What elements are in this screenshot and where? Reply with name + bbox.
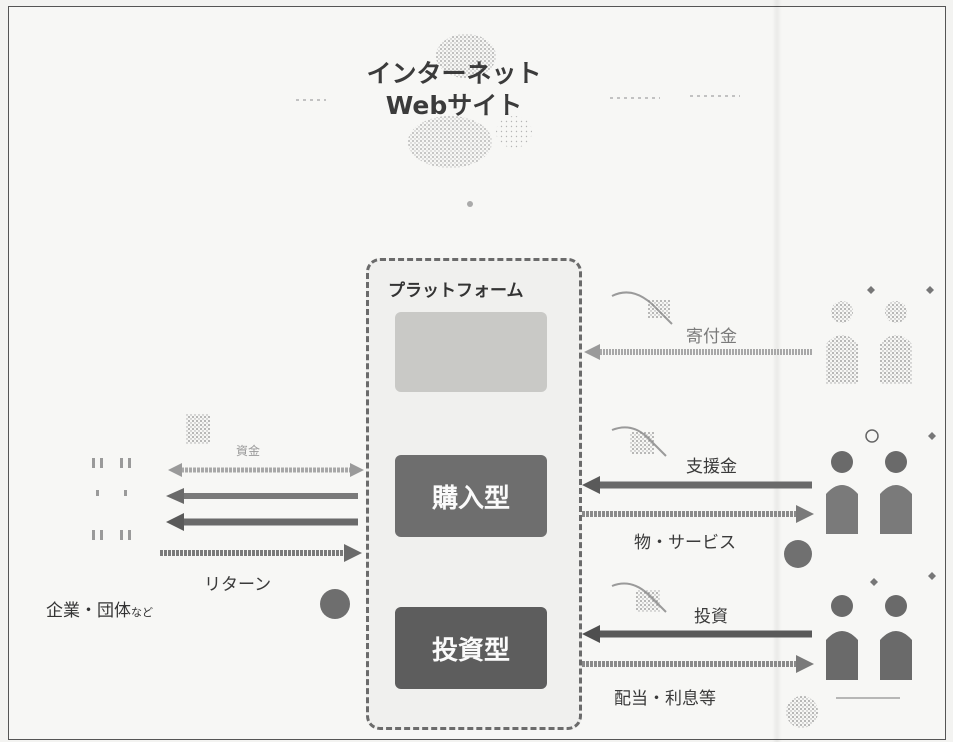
- globe-icon: [296, 34, 740, 207]
- purchase-type-box: 購入型: [395, 455, 547, 537]
- label-investment: 投資: [694, 607, 728, 627]
- arrow-investment: [582, 625, 812, 643]
- coin-icon: [784, 540, 812, 568]
- organization-label: 企業・団体など: [46, 596, 153, 621]
- organization-suffix: など: [131, 606, 153, 619]
- title-line2: Webサイト: [385, 91, 523, 120]
- arrow-left-3: [166, 513, 358, 531]
- label-left-top: 資金: [236, 444, 261, 458]
- label-goods: 物・サービス: [634, 533, 736, 553]
- title-line1: インターネット: [366, 59, 542, 88]
- site-box: [395, 312, 547, 392]
- coin-icon: [320, 589, 350, 619]
- label-dividend: 配当・利息等: [614, 689, 716, 709]
- coin-icon: [786, 696, 818, 728]
- arrow-left-2: [166, 488, 358, 504]
- organization-name: 企業・団体: [46, 601, 131, 621]
- arrow-goods: [582, 505, 814, 523]
- arrow-left-1: [168, 463, 364, 477]
- building-icon: [92, 458, 131, 540]
- label-support: 支援金: [686, 457, 737, 477]
- hand-money-icon: [611, 291, 673, 325]
- arrow-return: [160, 544, 362, 562]
- scan-seam: [772, 0, 782, 742]
- hand-money-icon: [611, 426, 667, 457]
- arrow-dividend: [582, 655, 814, 673]
- platform-label: プラットフォーム: [388, 281, 524, 301]
- investment-type-box: 投資型: [395, 607, 547, 689]
- label-return: リターン: [204, 575, 272, 595]
- arrow-support: [582, 476, 812, 494]
- supporters-group-investment: [826, 572, 936, 680]
- supporters-group-donation: [826, 286, 934, 384]
- hand-money-icon: [611, 582, 667, 613]
- supporters-group-purchase: [826, 429, 936, 534]
- label-donation: 寄付金: [686, 327, 737, 347]
- arrow-donation: [584, 344, 812, 360]
